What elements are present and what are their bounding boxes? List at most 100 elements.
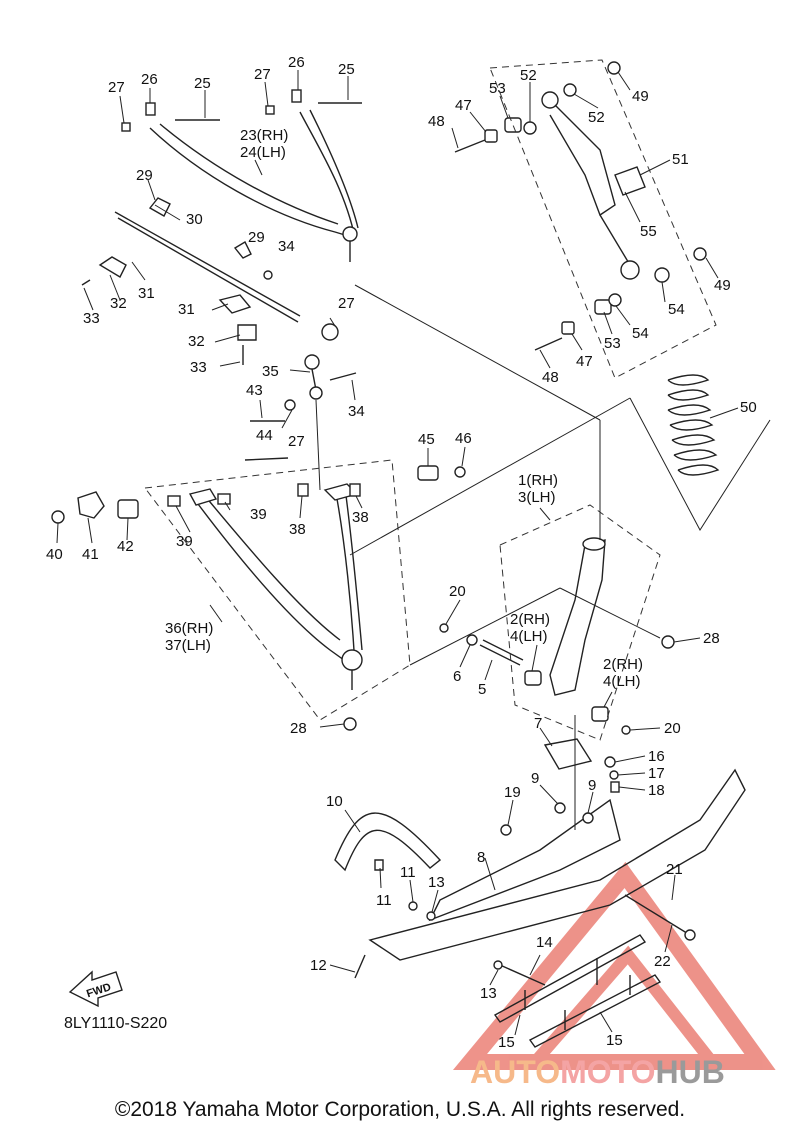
callout-26: 26: [141, 71, 158, 88]
callout-50: 50: [740, 399, 757, 416]
callout-40: 40: [46, 546, 63, 563]
callout-35: 35: [262, 363, 279, 380]
copyright-notice: ©2018 Yamaha Motor Corporation, U.S.A. A…: [114, 1098, 686, 1121]
callout-29: 29: [248, 229, 265, 246]
callout-11: 11: [376, 892, 392, 909]
group-boxes: [144, 59, 717, 741]
callout-27: 27: [338, 295, 355, 312]
callout-4lh: 4(LH): [603, 673, 641, 690]
callout-28: 28: [290, 720, 307, 737]
callout-49: 49: [632, 88, 649, 105]
callout-24lh: 24(LH): [240, 144, 286, 161]
callout-48: 48: [428, 113, 445, 130]
callout-13: 13: [480, 985, 497, 1002]
callout-33: 33: [83, 310, 100, 327]
callout-43: 43: [246, 382, 263, 399]
shock-absorber: [454, 61, 720, 476]
reference-code: 8LY1110-S220: [64, 1015, 168, 1032]
callout-22: 22: [654, 953, 671, 970]
watermark-logo: [452, 861, 776, 1070]
callout-14: 14: [536, 934, 553, 951]
callout-31: 31: [138, 285, 155, 302]
callout-37lh: 37(LH): [165, 637, 211, 654]
watermark-auto: AUTO: [470, 1054, 561, 1090]
fwd-arrow: FWD: [68, 970, 123, 1008]
callout-12: 12: [310, 957, 327, 974]
callout-44: 44: [256, 427, 273, 444]
watermark-moto: MOTO: [560, 1054, 656, 1090]
callout-30: 30: [186, 211, 203, 228]
callout-49: 49: [714, 277, 731, 294]
callout-38: 38: [352, 509, 369, 526]
callout-4lh: 4(LH): [510, 628, 548, 645]
upper-a-arm: [121, 89, 362, 262]
callout-32: 32: [188, 333, 205, 350]
watermark-hub: HUB: [655, 1054, 725, 1090]
callout-18: 18: [648, 782, 665, 799]
callout-21: 21: [666, 861, 683, 878]
callout-29: 29: [136, 167, 153, 184]
callout-15: 15: [606, 1032, 623, 1049]
callout-32: 32: [110, 295, 127, 312]
callout-51: 51: [672, 151, 689, 168]
callout-23rh: 23(RH): [240, 127, 288, 144]
callout-39: 39: [250, 506, 267, 523]
callout-34: 34: [278, 238, 295, 255]
callout-3lh: 3(LH): [518, 489, 556, 506]
callout-20: 20: [664, 720, 681, 737]
guide-lines: [315, 284, 771, 830]
callout-1rh: 1(RH): [518, 472, 558, 489]
callout-36rh: 36(RH): [165, 620, 213, 637]
callout-53: 53: [489, 80, 506, 97]
callout-labels: 27 26 25 27 26 25 23(RH) 24(LH) 29 30 29…: [46, 54, 757, 1051]
watermark-text: AUTOMOTOHUB: [470, 1054, 725, 1091]
callout-54: 54: [632, 325, 649, 342]
callout-10: 10: [326, 793, 343, 810]
callout-27: 27: [288, 433, 305, 450]
callout-2rh: 2(RH): [603, 656, 643, 673]
callout-31: 31: [178, 301, 195, 318]
callout-25: 25: [194, 75, 211, 92]
callout-46: 46: [455, 430, 472, 447]
ski: [368, 738, 746, 961]
callout-34: 34: [348, 403, 365, 420]
callout-26: 26: [288, 54, 305, 71]
ski-handle: [334, 812, 442, 979]
callout-52: 52: [520, 67, 537, 84]
callout-27: 27: [108, 79, 125, 96]
callout-55: 55: [640, 223, 657, 240]
callout-38: 38: [289, 521, 306, 538]
callout-33: 33: [190, 359, 207, 376]
callout-5: 5: [478, 681, 486, 698]
callout-42: 42: [117, 538, 134, 555]
callout-54: 54: [668, 301, 685, 318]
callout-13: 13: [428, 874, 445, 891]
callout-27: 27: [254, 66, 271, 83]
callout-8: 8: [477, 849, 485, 866]
callout-47: 47: [455, 97, 472, 114]
callout-41: 41: [82, 546, 99, 563]
wear-bars: [493, 894, 696, 1048]
callout-52: 52: [588, 109, 605, 126]
callout-15: 15: [498, 1034, 515, 1051]
stabilizer-link: [244, 354, 357, 461]
callout-20: 20: [449, 583, 466, 600]
callout-47: 47: [576, 353, 593, 370]
callout-16: 16: [648, 748, 665, 765]
stabilizer-bar: [81, 197, 339, 365]
callout-6: 6: [453, 668, 461, 685]
callout-2rh: 2(RH): [510, 611, 550, 628]
callout-11: 11: [400, 864, 416, 881]
callout-28: 28: [703, 630, 720, 647]
callout-39: 39: [176, 533, 193, 550]
callout-53: 53: [604, 335, 621, 352]
callout-9: 9: [588, 777, 596, 794]
callout-48: 48: [542, 369, 559, 386]
callout-45: 45: [418, 431, 435, 448]
leader-lines: [56, 70, 739, 1036]
callout-25: 25: [338, 61, 355, 78]
callout-17: 17: [648, 765, 665, 782]
spindle: [343, 537, 675, 735]
callout-9: 9: [531, 770, 539, 787]
